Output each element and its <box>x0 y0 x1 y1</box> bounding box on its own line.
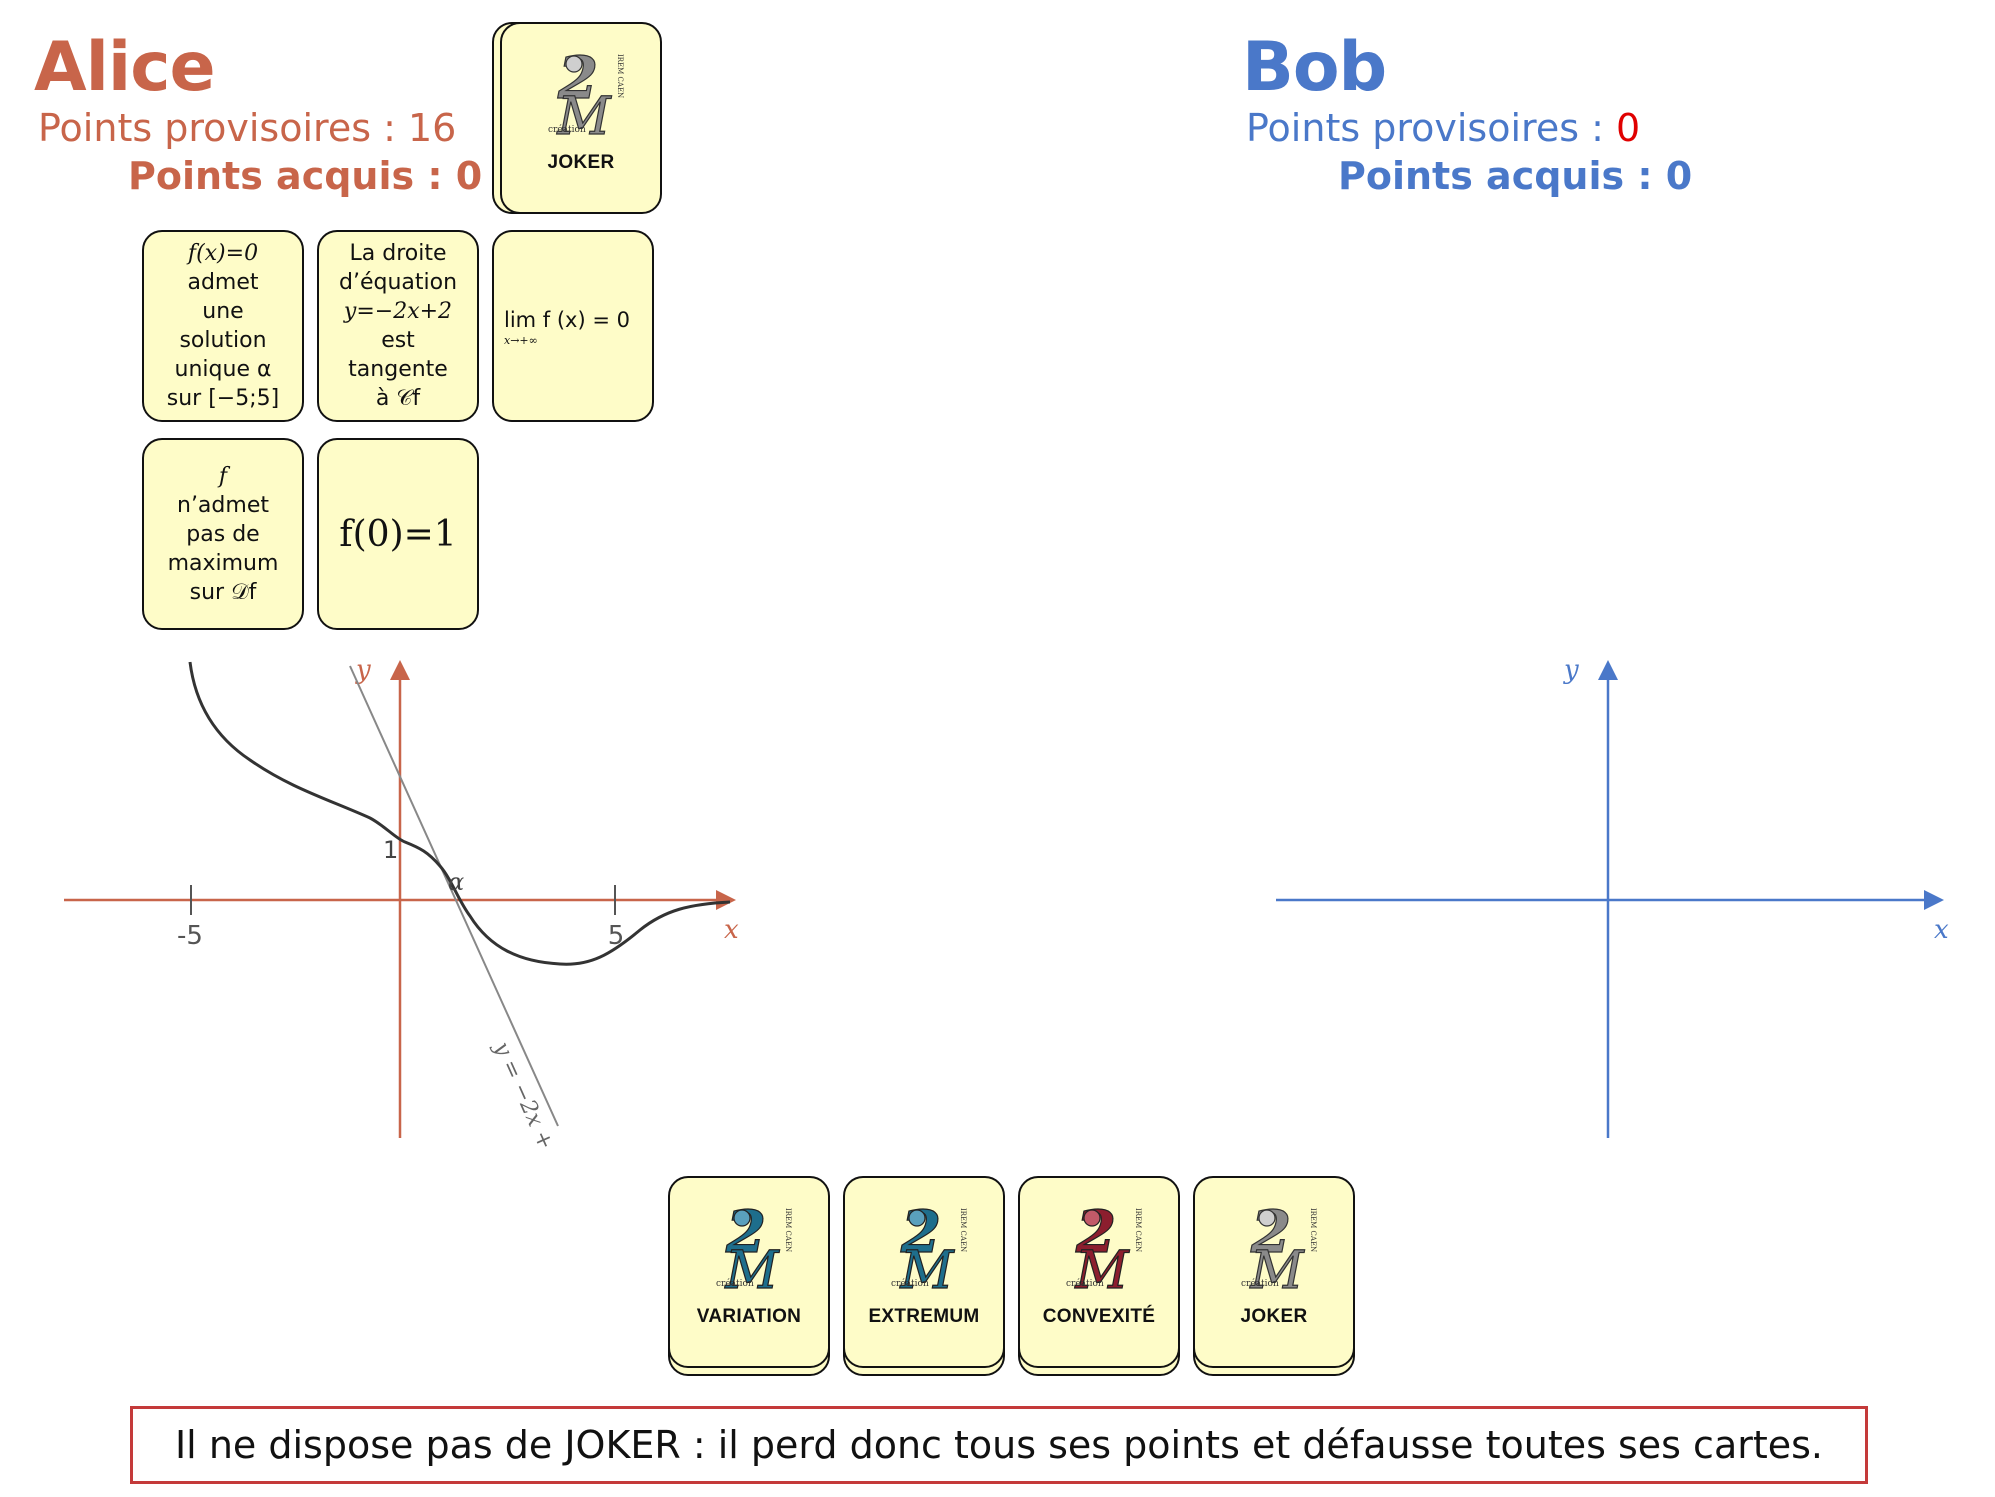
card-line: à 𝒞f <box>375 386 421 411</box>
alice-alpha-label: α <box>448 868 464 896</box>
svg-text:création: création <box>1241 1278 1279 1289</box>
card-line: est <box>381 328 415 353</box>
svg-text:IREM CAEN: IREM CAEN <box>959 1208 967 1252</box>
card-line: La droite <box>349 241 447 266</box>
bob-y-arrow <box>1598 660 1618 680</box>
svg-text:création: création <box>1066 1278 1104 1289</box>
irem-logo-icon: 2 M création IREM CAEN <box>1066 1200 1142 1290</box>
alice-tangent-line <box>349 665 559 1127</box>
status-message: Il ne dispose pas de JOKER : il perd don… <box>130 1406 1868 1484</box>
alice-acquired-label: Points acquis : <box>128 154 456 198</box>
alice-provisional-value: 16 <box>407 106 457 150</box>
alice-tangent-label: y = −2x + 2 <box>488 1037 567 1150</box>
svg-text:création: création <box>716 1278 754 1289</box>
bob-x-arrow <box>1924 890 1944 910</box>
deck-joker-label: JOKER <box>1240 1306 1308 1327</box>
alice-acquired-points: Points acquis : 0 <box>128 154 482 198</box>
deck-joker[interactable]: 2 M création IREM CAEN JOKER <box>1193 1176 1355 1368</box>
alice-card-no-maximum[interactable]: f n’admet pas de maximum sur 𝒟f <box>142 438 304 630</box>
card-line: lim f (x) = 0 <box>504 307 630 332</box>
card-line: tangente <box>348 357 448 382</box>
alice-x-arrow <box>716 890 736 910</box>
deck-extremum[interactable]: 2 M création IREM CAEN EXTREMUM <box>843 1176 1005 1368</box>
card-line: une <box>202 299 244 324</box>
card-line: unique α <box>174 357 272 382</box>
irem-logo-icon: 2 M création IREM CAEN <box>1241 1200 1317 1290</box>
svg-text:IREM CAEN: IREM CAEN <box>1134 1208 1142 1252</box>
bob-graph: x y <box>1276 655 1949 1138</box>
card-line: n’admet <box>177 492 269 518</box>
alice-x-label: x <box>724 915 739 945</box>
alice-graph: x y -5 5 1 y = −2x + 2 α <box>64 655 739 1150</box>
svg-text:création: création <box>891 1278 929 1289</box>
bob-acquired-value: 0 <box>1665 154 1693 198</box>
svg-text:création: création <box>548 124 586 135</box>
card-line: f <box>218 463 228 489</box>
svg-text:2: 2 <box>725 1200 766 1266</box>
bob-x-label: x <box>1934 915 1949 945</box>
svg-text:M: M <box>556 87 612 136</box>
svg-text:IREM CAEN: IREM CAEN <box>784 1208 792 1252</box>
alice-joker-card[interactable]: 2 M création IREM CAEN JOKER <box>500 22 662 214</box>
alice-acquired-value: 0 <box>455 154 483 198</box>
alice-card-limit[interactable]: lim f (x) = 0 x→+∞ <box>492 230 654 422</box>
svg-text:M: M <box>899 1241 955 1290</box>
irem-logo-icon: 2 M création IREM CAEN <box>891 1200 967 1290</box>
card-line: f(x)=0 <box>187 241 259 266</box>
bob-name: Bob <box>1242 28 1387 107</box>
card-line: sur [−5;5] <box>166 386 280 411</box>
alice-name: Alice <box>34 28 216 107</box>
bob-provisional-points: Points provisoires : 0 <box>1246 106 1640 150</box>
card-line: f(0)=1 <box>339 513 457 555</box>
deck-convexite[interactable]: 2 M création IREM CAEN CONVEXITÉ <box>1018 1176 1180 1368</box>
deck-variation[interactable]: 2 M création IREM CAEN VARIATION <box>668 1176 830 1368</box>
card-sub: x→+∞ <box>504 333 538 347</box>
deck-variation-label: VARIATION <box>696 1306 802 1327</box>
card-line: pas de <box>186 521 260 547</box>
alice-curve <box>188 661 731 966</box>
irem-logo-icon: 2 M création IREM CAEN <box>716 1200 792 1290</box>
card-line: solution <box>179 328 267 353</box>
svg-text:IREM CAEN: IREM CAEN <box>1309 1208 1317 1252</box>
alice-y-label: y <box>355 655 371 685</box>
svg-text:IREM CAEN: IREM CAEN <box>616 54 624 98</box>
bob-y-label: y <box>1563 655 1579 685</box>
card-line: d’équation <box>338 270 458 295</box>
deck-extremum-label: EXTREMUM <box>868 1306 980 1327</box>
alice-joker-label: JOKER <box>547 152 615 173</box>
card-line: y=−2x+2 <box>343 299 453 324</box>
bob-acquired-label: Points acquis : <box>1338 154 1666 198</box>
alice-provisional-label: Points provisoires : <box>38 106 408 150</box>
deck-convexite-label: CONVEXITÉ <box>1042 1306 1156 1327</box>
alice-y-arrow <box>390 660 410 680</box>
svg-text:M: M <box>724 1241 780 1290</box>
bob-provisional-value: 0 <box>1615 106 1641 150</box>
alice-provisional-points: Points provisoires : 16 <box>38 106 456 150</box>
alice-card-unique-solution[interactable]: f(x)=0 admet une solution unique α sur [… <box>142 230 304 422</box>
irem-logo-icon: 2 M création IREM CAEN <box>548 46 624 136</box>
svg-text:M: M <box>1249 1241 1305 1290</box>
svg-text:M: M <box>1074 1241 1130 1290</box>
card-line: admet <box>187 270 259 295</box>
alice-card-f0[interactable]: f(0)=1 <box>317 438 479 630</box>
alice-y-tick-1-label: 1 <box>383 836 398 864</box>
card-line: sur 𝒟f <box>189 579 257 605</box>
bob-acquired-points: Points acquis : 0 <box>1338 154 1692 198</box>
card-line: maximum <box>167 550 279 576</box>
bob-provisional-label: Points provisoires : <box>1246 106 1616 150</box>
alice-tick-minus5-label: -5 <box>177 921 203 951</box>
alice-card-tangent[interactable]: La droite d’équation y=−2x+2 est tangent… <box>317 230 479 422</box>
